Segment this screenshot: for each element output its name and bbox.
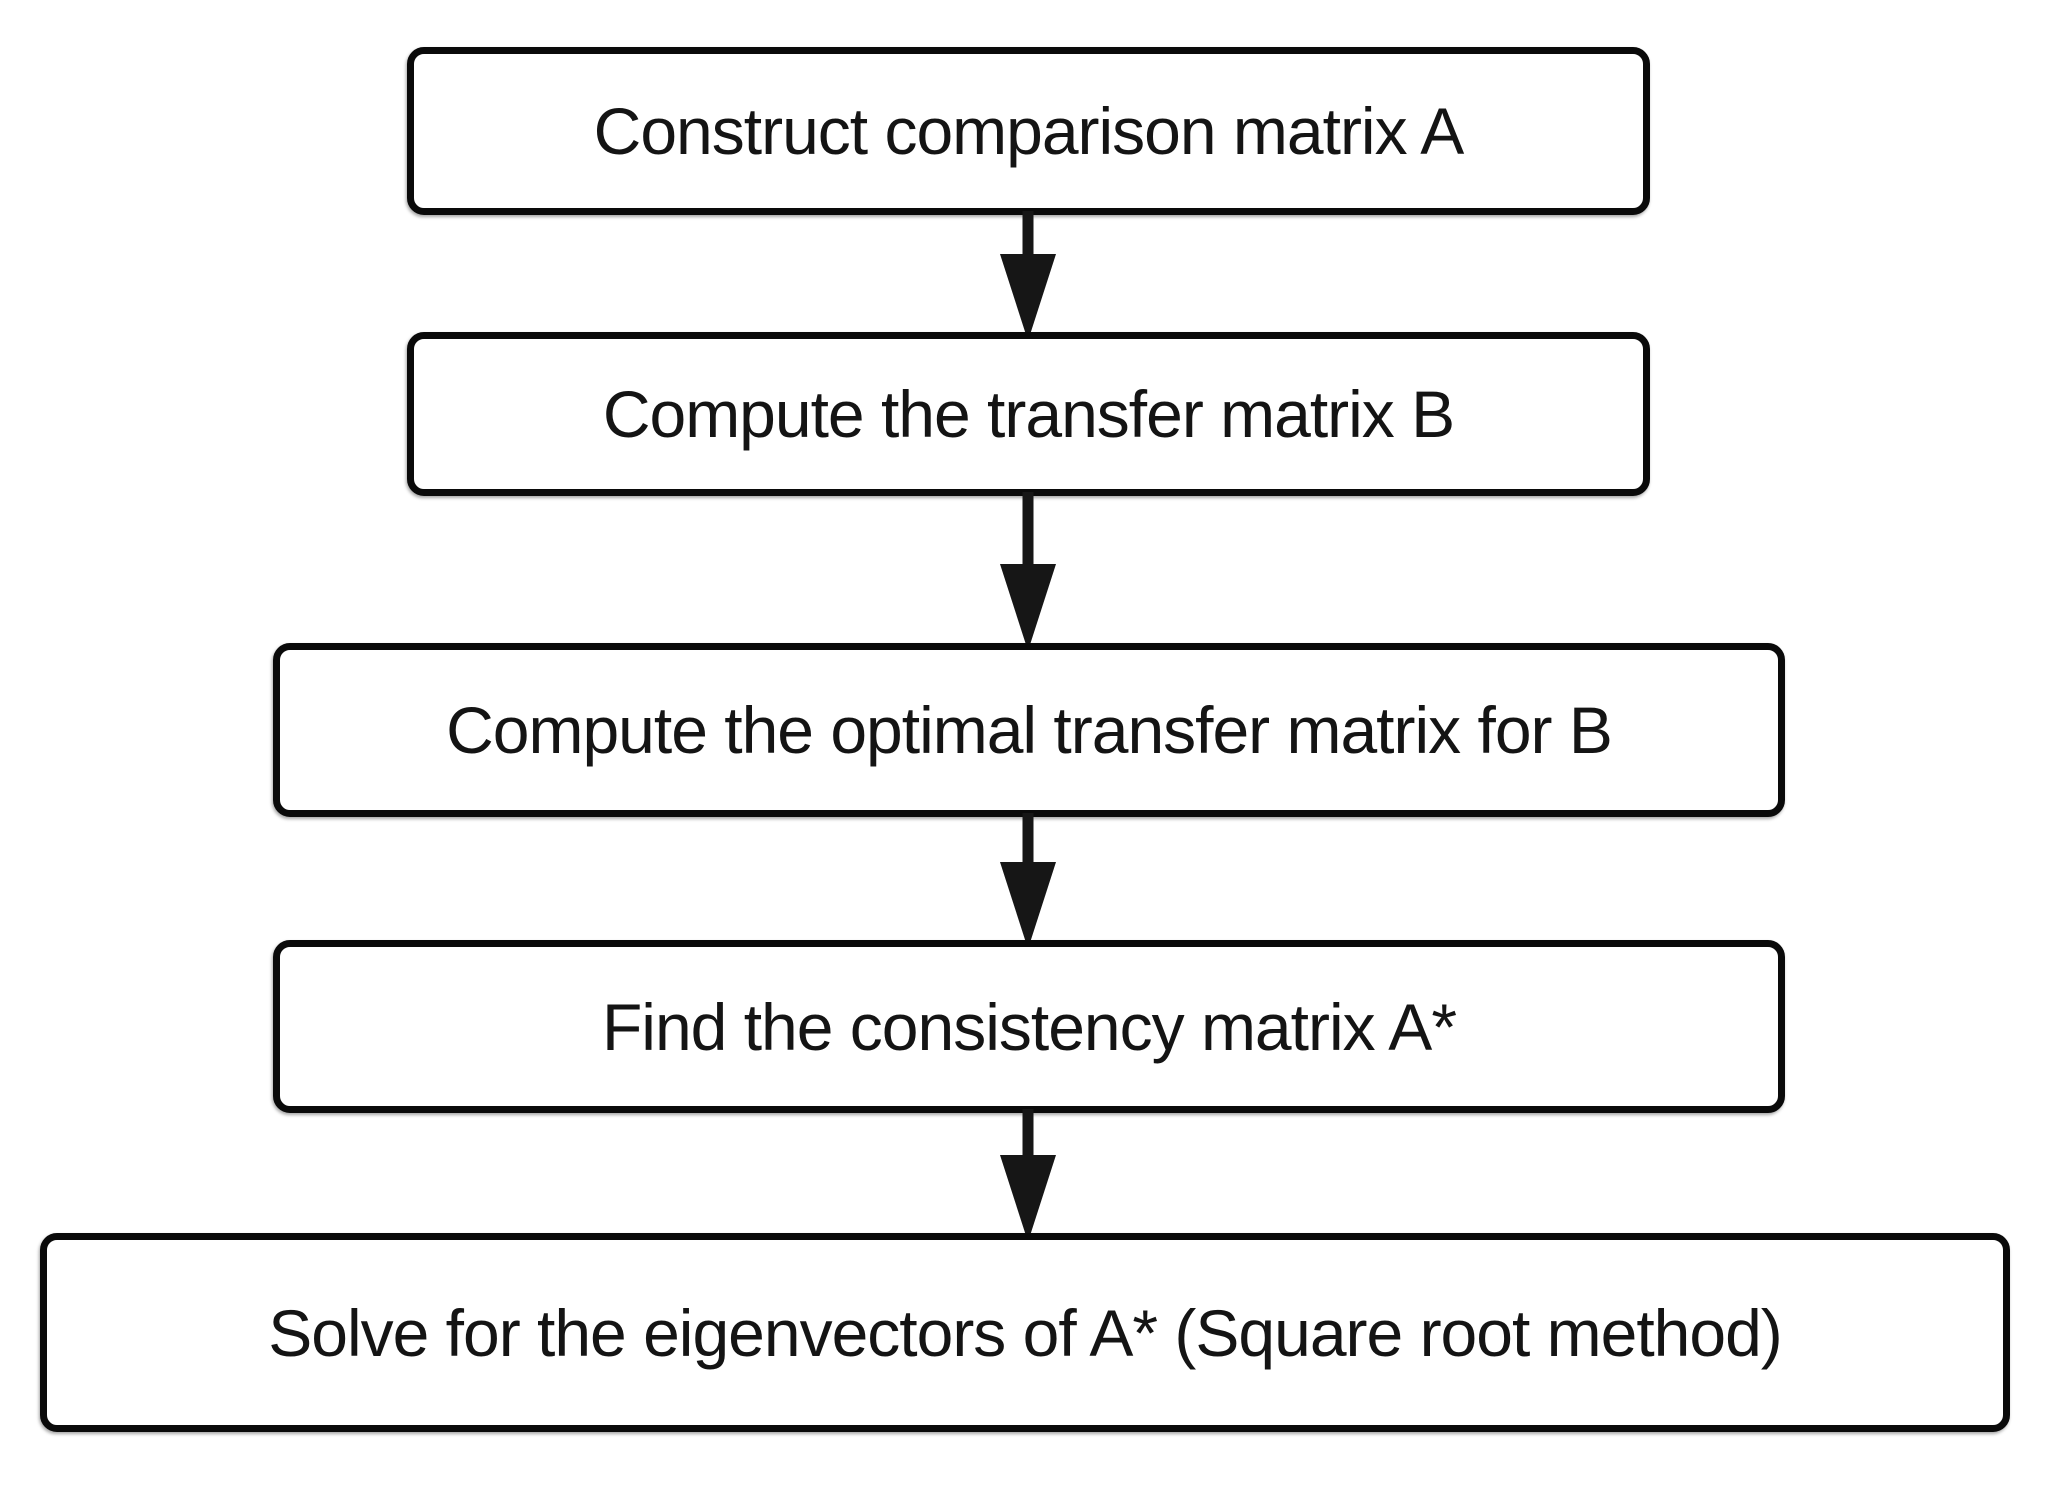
arrow-head [1000,1155,1056,1235]
flow-step-compute-optimal-transfer-matrix: Compute the optimal transfer matrix for … [273,643,1785,817]
arrow-stem [1022,211,1034,258]
flow-step-label: Compute the optimal transfer matrix for … [446,693,1613,767]
arrow-head [1000,564,1056,644]
arrow-stem [1022,813,1034,866]
flow-step-find-consistency-matrix: Find the consistency matrix A* [273,940,1785,1113]
flow-step-compute-transfer-matrix-b: Compute the transfer matrix B [407,332,1650,496]
arrow-head [1000,254,1056,334]
arrow-down-icon [1000,813,1056,942]
arrow-stem [1022,1109,1034,1159]
flow-step-label: Construct comparison matrix A [593,94,1465,168]
flow-step-label: Find the consistency matrix A* [601,989,1457,1064]
arrow-head [1000,862,1056,942]
flow-step-solve-eigenvectors: Solve for the eigenvectors of A* (Square… [40,1233,2010,1432]
arrow-stem [1022,492,1034,568]
flow-step-construct-comparison-matrix-a: Construct comparison matrix A [407,47,1650,215]
arrow-down-icon [1000,1109,1056,1235]
flow-step-label: Solve for the eigenvectors of A* (Square… [268,1295,1783,1370]
arrow-down-icon [1000,492,1056,644]
arrow-down-icon [1000,211,1056,334]
flow-step-label: Compute the transfer matrix B [602,377,1455,451]
